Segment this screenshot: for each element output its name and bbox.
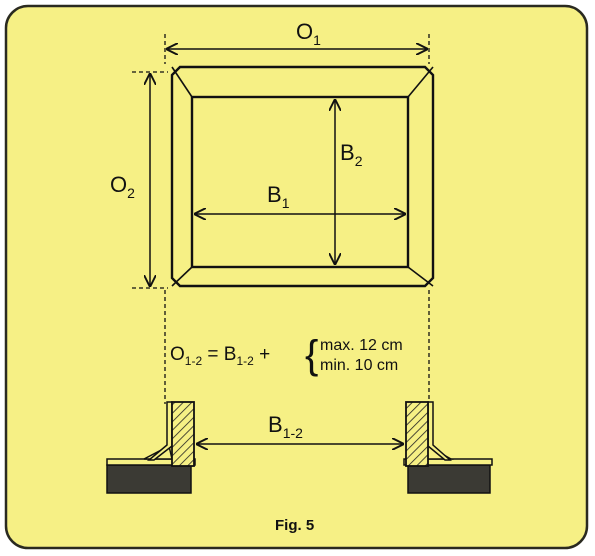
section-guide-lines (164, 290, 430, 404)
figure-caption: Fig. 5 (275, 517, 314, 534)
o1-label: O1 (296, 19, 321, 48)
b2-label: B2 (340, 140, 363, 169)
inner-opening (190, 95, 410, 269)
b1-label: B1 (267, 182, 290, 211)
o2-label: O2 (110, 172, 135, 201)
formula-max: max. 12 cm (320, 337, 403, 354)
formula-min: min. 10 cm (320, 357, 398, 374)
right-frame-profile (405, 401, 429, 467)
left-frame-profile (171, 401, 195, 467)
panel-background (4, 4, 589, 550)
right-section (403, 401, 493, 494)
o1-extension-lines (164, 34, 430, 64)
o2-extension-lines (132, 71, 168, 289)
left-base (106, 464, 192, 494)
frame-diagram: O1 O2 B1 B2 O1-2 = B1-2 + { max. 12 cm m… (4, 4, 589, 550)
corner-diagonals (171, 66, 434, 287)
right-base (407, 464, 491, 494)
left-section (106, 401, 196, 494)
formula-brace: { (305, 333, 318, 377)
figure-panel: O1 O2 B1 B2 O1-2 = B1-2 + { max. 12 cm m… (4, 4, 589, 550)
formula-main: O1-2 = B1-2 + (170, 344, 270, 368)
outer-frame (170, 65, 435, 288)
b12-label: B1-2 (268, 412, 303, 441)
